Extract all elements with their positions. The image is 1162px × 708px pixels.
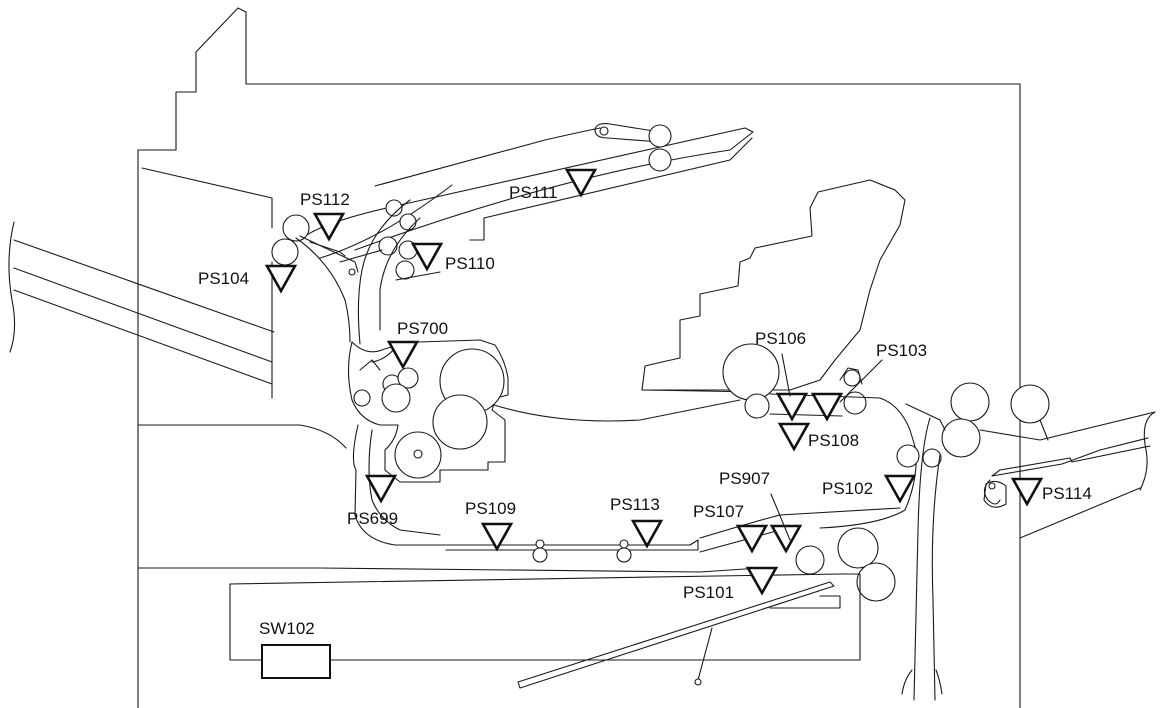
ps907-sensor-icon (769, 524, 803, 554)
label-ps101: PS101 (683, 583, 734, 602)
ps101-sensor-icon (745, 566, 779, 596)
ps108-sensor-icon (777, 422, 811, 452)
label-ps907: PS907 (719, 469, 770, 488)
sensors (264, 168, 1044, 596)
left-delivery-tray (8, 221, 275, 385)
fixing-unit (347, 339, 741, 546)
ps102-sensor-icon (883, 474, 917, 504)
right-transport-path (896, 382, 1156, 701)
ps699-sensor-icon (364, 474, 398, 504)
sw102-switch-icon (261, 644, 331, 679)
label-ps102: PS102 (822, 479, 873, 498)
ps104-sensor-icon (264, 264, 298, 294)
feeder-unit (641, 179, 917, 529)
ps112-sensor-icon (312, 212, 346, 242)
ps109-sensor-icon (480, 522, 514, 552)
ps114-sensor-icon (1010, 477, 1044, 507)
ps103-sensor-icon (810, 392, 844, 422)
ps111-sensor-icon (564, 168, 598, 198)
label-ps111: PS111 (509, 183, 558, 202)
label-ps109: PS109 (465, 499, 516, 518)
leader-lines (770, 353, 883, 541)
machine-outline (137, 7, 1021, 708)
label-ps106: PS106 (755, 329, 806, 348)
label-ps114: PS114 (1042, 484, 1092, 503)
ps110-sensor-icon (410, 242, 444, 272)
ps107-sensor-icon (735, 524, 769, 554)
label-ps112: PS112 (300, 190, 350, 209)
label-ps108: PS108 (808, 431, 859, 450)
label-sw102: SW102 (259, 619, 315, 638)
label-ps113: PS113 (610, 495, 660, 514)
ps700-sensor-icon (386, 340, 420, 370)
label-ps700: PS700 (397, 319, 448, 338)
ps106-sensor-icon (775, 392, 809, 422)
cassette-unit (229, 507, 901, 689)
label-ps110: PS110 (445, 254, 495, 273)
label-ps107: PS107 (693, 502, 744, 521)
label-ps104: PS104 (198, 269, 249, 288)
labels: PS112 PS111 PS104 PS110 PS700 PS106 PS10… (198, 183, 1092, 638)
label-ps103: PS103 (876, 341, 927, 360)
upper-transport-path (271, 123, 754, 345)
ps113-sensor-icon (630, 519, 664, 549)
label-ps699: PS699 (347, 509, 398, 528)
